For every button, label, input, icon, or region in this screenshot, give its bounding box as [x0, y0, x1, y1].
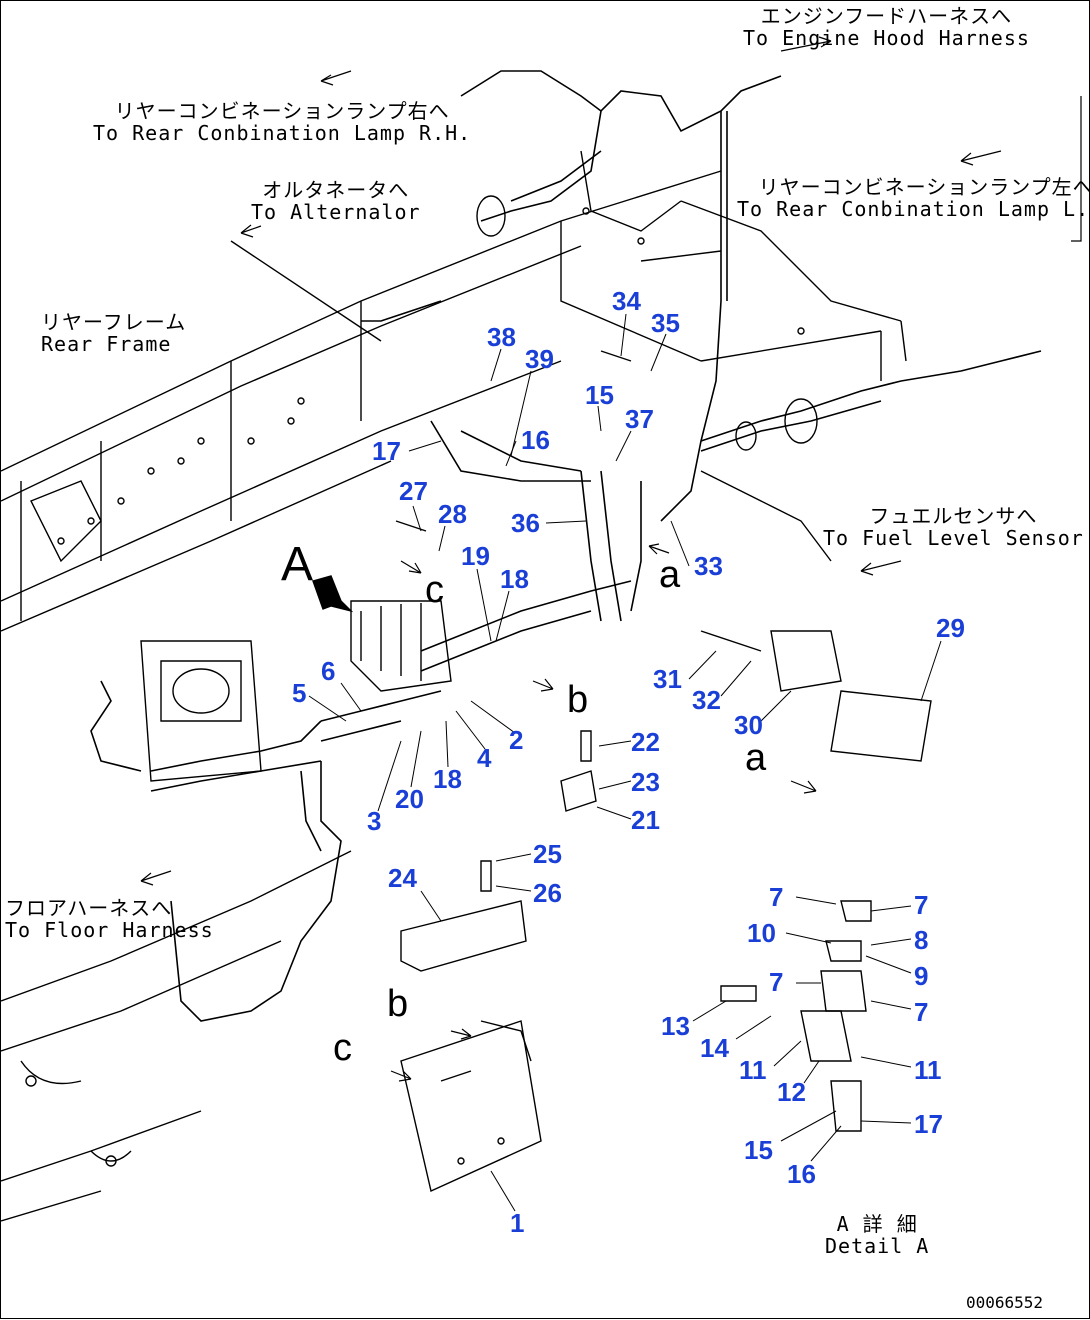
direction-arrows	[140, 36, 1082, 1082]
callout-38: 38	[487, 322, 516, 352]
label-floor-harness: フロアハーネスへ To Floor Harness	[5, 896, 214, 942]
ref-b-upper: b	[567, 679, 589, 721]
callout-22: 22	[631, 727, 660, 757]
label-rear-lamp-rh: リヤーコンビネーションランプ右へ To Rear Conbination Lam…	[93, 99, 472, 145]
callout-5: 5	[292, 678, 307, 708]
callout-39: 39	[525, 344, 554, 374]
label-fuel-level-sensor: フュエルセンサへ To Fuel Level Sensor	[823, 504, 1084, 550]
callout-29: 29	[936, 613, 965, 643]
callout-7-a: 7	[769, 882, 784, 912]
callout-24: 24	[388, 863, 417, 893]
leader-lines	[308, 313, 942, 1212]
callout-18-upper: 18	[500, 564, 529, 594]
callout-17-upper: 17	[372, 436, 401, 466]
rear-frame-drawing	[1, 170, 722, 1222]
callout-11-a: 11	[739, 1055, 767, 1085]
ref-a-lower: a	[745, 737, 767, 779]
callout-15-upper: 15	[585, 380, 614, 410]
callout-26: 26	[533, 878, 562, 908]
label-detail-a: A 詳 細 Detail A	[825, 1212, 930, 1258]
callout-25: 25	[533, 839, 562, 869]
callout-11-b: 11	[914, 1055, 942, 1085]
label-alternator: オルタネータへ To Alternalor	[251, 178, 421, 224]
callout-32: 32	[692, 685, 721, 715]
components-drawing	[140, 195, 932, 1192]
callout-27: 27	[399, 476, 428, 506]
fuel-tank-drawing	[230, 150, 907, 562]
callout-7-c: 7	[769, 967, 784, 997]
callout-23: 23	[631, 767, 660, 797]
callout-16-lower: 16	[787, 1159, 816, 1189]
ref-a-upper: a	[659, 554, 681, 596]
callout-10: 10	[747, 918, 776, 948]
label-rear-frame: リヤーフレーム Rear Frame	[41, 310, 187, 356]
ref-b-lower: b	[387, 983, 409, 1025]
callout-31: 31	[653, 664, 682, 694]
callout-21: 21	[631, 805, 660, 835]
callout-2: 2	[509, 725, 524, 755]
callout-34: 34	[612, 286, 641, 316]
callout-17-lower: 17	[914, 1109, 943, 1139]
callout-14: 14	[700, 1033, 729, 1063]
label-rear-lamp-lh: リヤーコンビネーションランプ左へ To Rear Conbination Lam…	[737, 175, 1090, 221]
callout-8: 8	[914, 925, 929, 955]
callout-9: 9	[914, 961, 929, 991]
ref-c-lower: c	[333, 1027, 352, 1069]
callout-30: 30	[734, 710, 763, 740]
callout-33: 33	[694, 551, 723, 581]
ref-view-a: A	[281, 538, 314, 591]
callout-37: 37	[625, 404, 654, 434]
callout-1: 1	[510, 1208, 525, 1238]
callout-4: 4	[477, 743, 492, 773]
callout-35: 35	[651, 308, 680, 338]
document-id: 00066552	[965, 1293, 1043, 1312]
callout-13: 13	[661, 1011, 690, 1041]
callout-12: 12	[777, 1077, 806, 1107]
callout-15-lower: 15	[744, 1135, 773, 1165]
view-a-arrow	[312, 575, 354, 613]
callout-28: 28	[438, 499, 467, 529]
callout-16-upper: 16	[521, 425, 550, 455]
callout-18-lower: 18	[433, 764, 462, 794]
callout-3: 3	[367, 806, 382, 836]
ref-c-upper: c	[425, 569, 444, 611]
callout-7-b: 7	[914, 890, 929, 920]
callout-36: 36	[511, 508, 540, 538]
callout-7-d: 7	[914, 997, 929, 1027]
label-engine-hood-harness: エンジンフードハーネスへ To Engine Hood Harness	[743, 4, 1030, 50]
callout-6: 6	[321, 656, 336, 686]
callout-19: 19	[461, 541, 490, 571]
callout-20: 20	[395, 784, 424, 814]
main-harness-drawing	[90, 70, 1042, 1022]
